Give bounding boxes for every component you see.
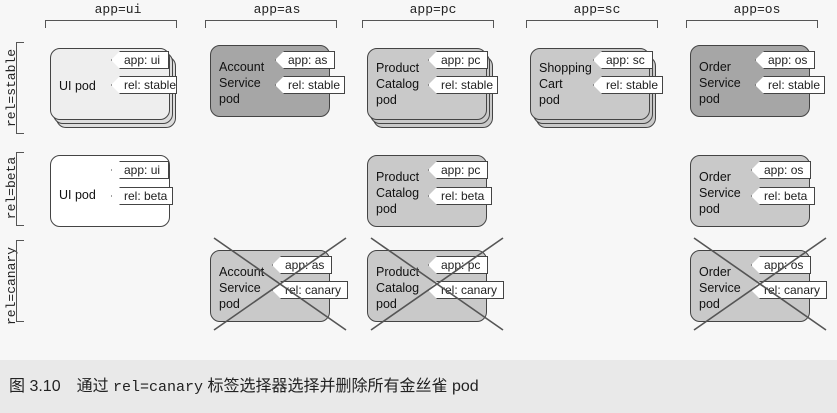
caption-prefix: 图 3.10 通过 <box>9 378 114 395</box>
rel-label-tag: rel: canary <box>272 281 348 299</box>
delete-cross-line <box>213 237 347 331</box>
pod-label-line: Product <box>376 265 420 279</box>
pod-label-line: pod <box>699 202 720 216</box>
rel-label-tag: rel: stable <box>275 76 345 94</box>
column-header-ui: app=ui <box>94 2 142 17</box>
app-label-tag: app: as <box>275 51 335 69</box>
app-label-tag: app: as <box>272 256 332 274</box>
column-header-os: app=os <box>733 2 781 17</box>
rel-label-tag: rel: stable <box>593 76 663 94</box>
row-bracket-beta <box>16 152 24 226</box>
app-label-tag: app: pc <box>428 51 488 69</box>
app-label-tag: app: ui <box>111 51 169 69</box>
app-label-tag: app: os <box>755 51 815 69</box>
diagram-canvas: app=ui app=as app=pc app=sc app=os rel=s… <box>0 0 837 360</box>
pod-label-line: Cart <box>539 77 563 91</box>
app-label-tag: app: sc <box>593 51 653 69</box>
row-bracket-stable <box>16 42 24 134</box>
rel-label-tag: rel: stable <box>755 76 825 94</box>
rel-label-tag: rel: beta <box>751 187 815 205</box>
pod-label: UI pod <box>59 79 96 93</box>
pod-label-line: pod <box>539 93 560 107</box>
rel-label-tag: rel: stable <box>428 76 498 94</box>
pod-label-line: pod <box>699 297 720 311</box>
pod-label-line: pod <box>219 297 240 311</box>
pod-label-line: Order <box>699 60 731 74</box>
pod-label-line: Service <box>219 76 261 90</box>
rel-label-tag: rel: beta <box>428 187 492 205</box>
caption-suffix: 标签选择器选择并删除所有金丝雀 pod <box>203 378 479 395</box>
column-bracket-pc <box>362 20 494 28</box>
pod-label-line: Catalog <box>376 186 420 200</box>
pod-label-line: Account <box>219 265 265 279</box>
column-bracket-as <box>205 20 337 28</box>
pod-label-line: Catalog <box>376 281 420 295</box>
app-label-tag: app: ui <box>111 161 169 179</box>
pod-label-line: pod <box>376 297 397 311</box>
pod-label-line: Order <box>699 265 731 279</box>
pod-label-line: Service <box>699 281 741 295</box>
column-bracket-ui <box>45 20 177 28</box>
deletion-crosses <box>213 237 827 331</box>
pod-label: UI pod <box>59 188 96 202</box>
rel-label-tag: rel: stable <box>111 76 177 94</box>
column-header-as: app=as <box>253 2 301 17</box>
rel-label-tag: rel: beta <box>111 187 173 205</box>
pod-label-line: Product <box>376 61 420 75</box>
pod-label-line: Account <box>219 60 265 74</box>
pod-label-line: Service <box>219 281 261 295</box>
pod-label-line: Order <box>699 170 731 184</box>
delete-cross-line <box>693 237 827 331</box>
pod-label-line: pod <box>376 202 397 216</box>
delete-cross-line <box>370 237 504 331</box>
pod-label-line: Shopping <box>539 61 592 75</box>
column-bracket-os <box>686 20 818 28</box>
app-label-tag: app: pc <box>428 161 488 179</box>
figure-caption: 图 3.10 通过 rel=canary 标签选择器选择并删除所有金丝雀 pod <box>9 372 479 396</box>
app-label-tag: app: os <box>751 161 811 179</box>
pod-label-line: pod <box>699 92 720 106</box>
row-bracket-canary <box>16 240 24 322</box>
pod-label-line: Catalog <box>376 77 420 91</box>
rel-label-tag: rel: canary <box>751 281 827 299</box>
pod-label-line: Product <box>376 170 420 184</box>
pod-label-line: pod <box>219 92 240 106</box>
column-header-pc: app=pc <box>409 2 457 17</box>
column-header-sc: app=sc <box>573 2 621 17</box>
pod-label-line: Service <box>699 76 741 90</box>
caption-code: rel=canary <box>113 379 204 396</box>
pod-label-line: Service <box>699 186 741 200</box>
column-bracket-sc <box>526 20 658 28</box>
pod-label-line: pod <box>376 93 397 107</box>
